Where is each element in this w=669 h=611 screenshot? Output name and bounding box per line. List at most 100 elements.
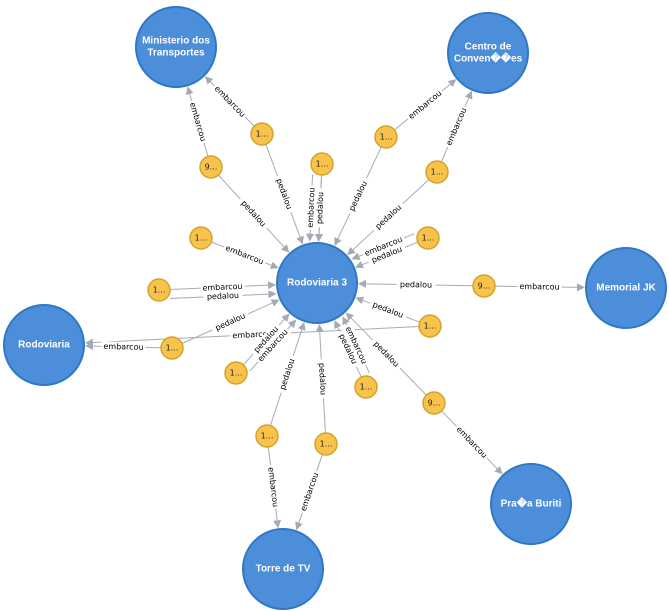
edge-embarcou: embarcou <box>204 76 255 127</box>
event-node-label: 1... <box>166 344 179 353</box>
edge-label-background <box>101 341 146 353</box>
event-node-circle[interactable] <box>250 122 274 146</box>
location-node-memorial[interactable]: Memorial JK <box>585 247 667 329</box>
edge-label-background <box>452 422 491 462</box>
event-node[interactable]: 1... <box>160 336 184 360</box>
edge-label-background <box>314 188 326 228</box>
edge-label-group: embarcou <box>404 87 446 123</box>
edge-label-group: pedalou <box>316 359 329 399</box>
location-node-label: Transportes <box>147 48 205 59</box>
location-node-circle[interactable] <box>276 242 358 324</box>
event-node-circle[interactable] <box>255 424 279 448</box>
edge-embarcou: embarcou <box>295 454 323 531</box>
event-node-circle[interactable] <box>354 375 378 399</box>
event-node-label: 1... <box>360 383 373 392</box>
edge-label-background <box>236 195 271 232</box>
event-node-circle[interactable] <box>422 391 446 415</box>
location-node-circle[interactable] <box>490 463 572 545</box>
event-node-circle[interactable] <box>160 336 184 360</box>
edge-label: pedalou <box>239 199 267 229</box>
edge-pedalou: pedalou <box>265 144 304 245</box>
event-node[interactable]: 9... <box>199 155 223 179</box>
edge-label: embarcou <box>224 243 265 266</box>
edge-label-group: pedalou <box>236 195 271 232</box>
event-node[interactable]: 1... <box>250 122 274 146</box>
edge-label-group: embarcou <box>222 242 267 268</box>
edge-label-group: embarcou <box>186 99 209 145</box>
edge-label-background <box>369 336 404 372</box>
event-node[interactable]: 1... <box>416 226 440 250</box>
location-node-rod3[interactable]: Rodoviaria 3 <box>276 242 358 324</box>
event-node-label: 1... <box>424 322 437 331</box>
edge-label: embarcou <box>188 101 208 142</box>
edge-label: pedalou <box>315 192 325 225</box>
edge-label-background <box>305 185 318 230</box>
edge-embarcou: embarcou <box>494 281 586 293</box>
edge-label-background <box>345 176 371 216</box>
edge-label-background <box>200 281 245 294</box>
edge-label-background <box>370 200 407 234</box>
edge-label-background <box>186 99 209 145</box>
edge-label-group: pedalou <box>370 200 407 234</box>
edge-embarcou: embarcou <box>84 341 162 353</box>
location-node-torre[interactable]: Torre de TV <box>242 528 324 610</box>
edge-label-background <box>342 323 371 368</box>
event-node-label: 1... <box>316 160 329 169</box>
event-node-circle[interactable] <box>189 226 213 250</box>
edge-label-group: embarcou <box>443 104 470 149</box>
event-node[interactable]: 1... <box>147 278 171 302</box>
event-node-circle[interactable] <box>374 125 398 149</box>
event-node[interactable]: 1... <box>418 314 442 338</box>
edge-label-group: pedalou <box>369 336 404 372</box>
event-node-circle[interactable] <box>314 432 338 456</box>
edge-label: pedalou <box>278 358 297 391</box>
location-node-praca[interactable]: Pra�a Buriti <box>490 463 572 545</box>
edge-label-background <box>254 325 292 366</box>
event-node[interactable]: 1... <box>255 424 279 448</box>
edge-label-background <box>249 321 283 358</box>
edge-embarcou: embarcou <box>211 241 279 270</box>
event-node-label: 1... <box>422 234 435 243</box>
edge-label: pedalou <box>372 339 401 368</box>
location-node-rodoviaria[interactable]: Rodoviaria <box>3 304 85 386</box>
edge-label-background <box>517 281 562 293</box>
event-node[interactable]: 1... <box>314 432 338 456</box>
event-node-circle[interactable] <box>310 152 334 176</box>
edge-embarcou: embarcou <box>265 446 282 529</box>
location-node-circle[interactable] <box>242 528 324 610</box>
event-node-circle[interactable] <box>199 155 223 179</box>
event-node[interactable]: 1... <box>354 375 378 399</box>
event-node-circle[interactable] <box>416 226 440 250</box>
event-node-circle[interactable] <box>147 278 171 302</box>
event-node[interactable]: 1... <box>224 361 248 385</box>
event-node-circle[interactable] <box>418 314 442 338</box>
edge-label-group: embarcou <box>452 422 491 462</box>
location-node-label: Torre de TV <box>256 564 311 575</box>
edge-label-group: embarcou <box>210 82 249 121</box>
location-node-circle[interactable] <box>585 247 667 329</box>
edge-label-background <box>367 298 408 322</box>
location-node-circle[interactable] <box>3 304 85 386</box>
event-node[interactable]: 9... <box>472 274 496 298</box>
event-node[interactable]: 1... <box>374 125 398 149</box>
event-node-circle[interactable] <box>224 361 248 385</box>
location-node-label: Rodoviaria 3 <box>287 278 347 289</box>
location-node-circle[interactable] <box>447 12 529 94</box>
edge-label-group: pedalou <box>396 279 436 291</box>
edge-label: embarcou <box>519 282 559 292</box>
edge-label-background <box>210 309 251 335</box>
event-node-label: 1... <box>256 130 269 139</box>
edge-label-background <box>297 469 322 515</box>
event-node-circle[interactable] <box>472 274 496 298</box>
location-node-circle[interactable] <box>135 6 217 88</box>
event-node[interactable]: 9... <box>422 391 446 415</box>
event-node-circle[interactable] <box>425 160 449 184</box>
event-node[interactable]: 1... <box>310 152 334 176</box>
event-node[interactable]: 1... <box>425 160 449 184</box>
edge-label-background <box>265 464 281 510</box>
edge-label-background <box>335 329 361 369</box>
edge-label-group: pedalou <box>203 290 243 303</box>
event-node[interactable]: 1... <box>189 226 213 250</box>
